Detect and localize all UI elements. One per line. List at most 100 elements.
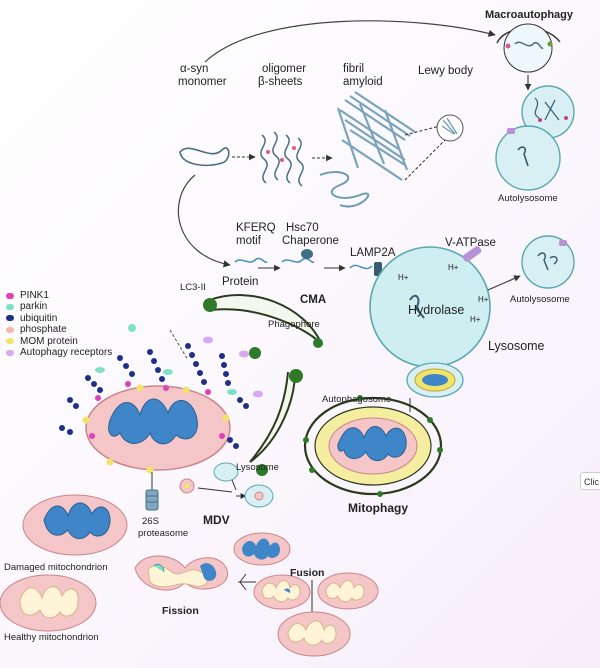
damaged-cristae xyxy=(43,502,111,539)
healthy-label: Healthy mitochondrion xyxy=(4,632,99,643)
damaged-mitochondrion xyxy=(22,494,128,556)
lc3-dots xyxy=(203,298,323,476)
pink1-markers xyxy=(89,381,225,439)
lysosome-small-label: Lysosome xyxy=(236,462,279,473)
legend-item: PINK1 xyxy=(6,290,156,301)
monomer-label: monomer xyxy=(178,76,227,88)
fibril-to-lewy-arrow xyxy=(404,125,441,136)
lewy-body-fibrils xyxy=(441,117,458,135)
arc-to-macroautophagy-arrow xyxy=(204,20,496,63)
legend-swatch xyxy=(6,326,14,333)
legend-label: parkin xyxy=(20,301,48,313)
legend-item: MOM protein xyxy=(6,336,156,347)
h-plus-3: H+ xyxy=(478,295,489,304)
legend-item: parkin xyxy=(6,301,156,312)
h-plus-1: H+ xyxy=(398,273,409,282)
lc3-dot xyxy=(249,347,261,359)
oligomer-red-marks xyxy=(266,146,296,162)
ubiquitin-chains xyxy=(59,343,249,449)
legend-label: PINK1 xyxy=(20,290,49,301)
mito-cristae xyxy=(108,398,198,445)
motif-label: motif xyxy=(236,235,262,247)
proteasome-barrel xyxy=(145,489,159,511)
proteasome-label: proteasome xyxy=(138,528,188,539)
lc3-dot xyxy=(289,369,303,383)
parkin-markers xyxy=(95,367,237,395)
central-mitochondrion xyxy=(85,385,231,471)
beta-sheets-label: β-sheets xyxy=(258,76,303,88)
lc3-dot xyxy=(313,338,323,348)
phagophore-membrane-lower xyxy=(249,371,296,463)
mitophagy-autophagosome xyxy=(303,362,464,497)
lc3-dot xyxy=(203,298,217,312)
autolysosome-top-circle xyxy=(495,125,561,191)
macro-vesicle xyxy=(503,23,553,73)
fibril-coil xyxy=(319,171,370,208)
macro-cargo xyxy=(514,41,544,49)
legend-item: ubiquitin xyxy=(6,313,156,324)
hsc70-blob xyxy=(301,249,313,259)
legend-label: MOM protein xyxy=(20,335,78,347)
autophagosome-dot xyxy=(538,118,542,122)
mitophagy-label: Mitophagy xyxy=(348,501,408,515)
lysosome-to-autolysosome-arrow xyxy=(487,275,521,291)
arc-to-cma-arrow xyxy=(177,174,231,268)
click-tab[interactable]: Clic xyxy=(580,472,600,490)
oligomer-shape xyxy=(260,131,304,187)
oligomer-label: oligomer xyxy=(262,63,306,75)
h-plus-2: H+ xyxy=(448,263,459,272)
cma-label: CMA xyxy=(300,294,326,306)
autolysosome-cargo xyxy=(517,146,529,167)
proteasome xyxy=(145,472,159,511)
legend-swatch xyxy=(6,338,14,345)
monomer-shape xyxy=(179,147,230,167)
fission-fusion-bracket xyxy=(238,573,256,591)
autophagosome-lc3 xyxy=(303,395,443,497)
proteasome-26s-label: 26S xyxy=(142,516,159,527)
macro-marker-dot xyxy=(505,43,511,49)
macroautophagy-label: Macroautophagy xyxy=(485,9,574,21)
kferq-label: KFERQ xyxy=(236,222,276,234)
fibril-label: fibril xyxy=(343,63,364,75)
fission-mitochondrion xyxy=(134,555,229,591)
healthy-cristae xyxy=(19,586,79,619)
autophagosome-label: Autophagosome xyxy=(322,394,391,405)
protein-label: Protein xyxy=(222,276,258,288)
asyn-label: α-syn xyxy=(180,63,208,75)
lewy-body-label: Lewy body xyxy=(418,65,473,77)
legend-swatch xyxy=(6,349,14,356)
legend-label: ubiquitin xyxy=(20,312,58,324)
lamp2a-label: LAMP2A xyxy=(350,247,396,259)
autolysosome-right xyxy=(521,235,575,289)
autolysosome-right-cargo xyxy=(537,252,558,271)
mdv-pathway xyxy=(179,462,274,508)
dashed-link xyxy=(169,329,189,361)
hydrolase-label: Hydrolase xyxy=(408,303,464,317)
mdv-lysosome xyxy=(213,462,239,482)
autolysosome-top-label: Autolysosome xyxy=(498,193,558,204)
lamp2a-protein xyxy=(349,264,373,270)
fission-label: Fission xyxy=(162,605,199,617)
phagophore-label: Phagophore xyxy=(268,319,320,330)
lc3-label: LC3-II xyxy=(180,282,206,293)
autolysosome-right-circle xyxy=(521,235,575,289)
autolysosome-right-pump xyxy=(559,240,567,246)
legend-item: phosphate xyxy=(6,324,156,335)
autophagosome-dot xyxy=(564,116,568,120)
fibril-amyloid-shape xyxy=(336,91,416,181)
legend-label: Autophagy receptors xyxy=(20,346,113,358)
engulfed-mito-cristae xyxy=(337,426,407,461)
lysosome-big-label: Lysosome xyxy=(488,339,545,353)
legend-swatch xyxy=(6,292,14,299)
fibril-to-lewy-arrow-2 xyxy=(404,139,446,181)
healthy-mitochondrion xyxy=(0,574,97,632)
mom-protein-markers xyxy=(82,384,230,474)
mdv-line xyxy=(197,487,233,493)
autophagosome-cargo xyxy=(534,97,560,121)
legend-item: Autophagy receptors xyxy=(6,347,156,358)
h-plus-4: H+ xyxy=(470,315,481,324)
fusion-mitochondria xyxy=(233,532,379,657)
v-atpase-pump xyxy=(462,246,482,262)
receptor-markers xyxy=(128,324,263,398)
